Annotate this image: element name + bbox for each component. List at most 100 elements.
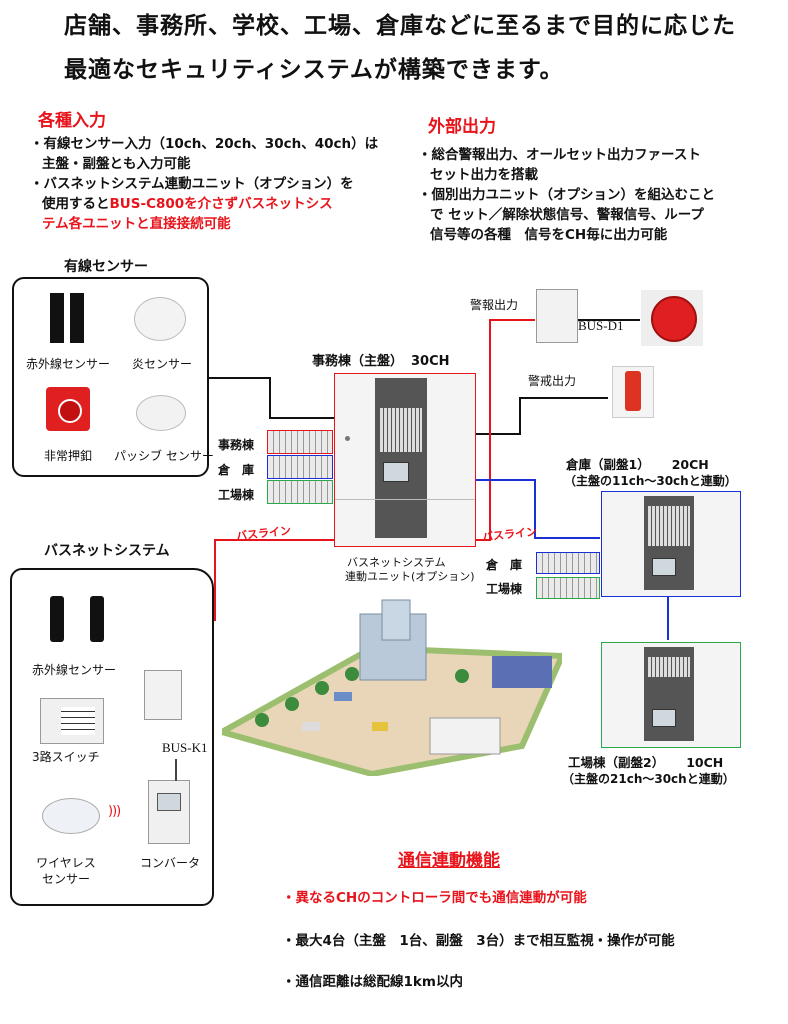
sub1-terminal-warehouse (536, 552, 600, 574)
sub-panel-1 (601, 491, 741, 597)
sub-panel-1-channels: 20CH (671, 457, 709, 472)
busnet-ir-sensor-icon-2 (90, 596, 104, 642)
tree-icon (315, 681, 329, 695)
inputs-b2-line2: 使用するとBUS-C800を介さずバスネットシス (30, 194, 378, 214)
sub1-row-label-2: 工場棟 (486, 582, 523, 596)
wired-item-passive: パッシブ センサー (114, 449, 214, 463)
terminal-block-office (267, 430, 333, 454)
sub-panel-1-title: 倉庫（副盤1） 20CH (566, 454, 709, 473)
alarm-output-label: 警報出力 (470, 298, 519, 312)
ir-sensor-icon-2 (70, 293, 84, 343)
bus-d1-label: BUS-D1 (578, 318, 624, 333)
busnet-ir-sensor-icon (50, 596, 64, 642)
converter-icon (148, 759, 190, 844)
comm-bullet-1: ・異なるCHのコントローラ間でも通信連動が可能 (282, 890, 587, 906)
emergency-button-icon (46, 387, 90, 431)
main-panel-sub-label-2: 連動ユニット(オプション) (345, 570, 475, 583)
sub1-terminal-factory (536, 577, 600, 599)
sub-panel-2-leds (648, 657, 690, 677)
passive-sensor-icon (136, 395, 186, 431)
inputs-b2-line3: テム各ユニットと直接接続可能 (42, 216, 231, 232)
three-way-switch-icon (40, 698, 104, 744)
sub1-row-label-1: 倉 庫 (486, 558, 523, 572)
sub-panel-2-name: 工場棟（副盤2） (568, 755, 665, 770)
guard-output-label: 警戒出力 (528, 374, 577, 388)
wireless-signal-icon: ))) (108, 804, 121, 819)
sub-panel-2-note: （主盤の21ch～30chと連動） (562, 772, 735, 786)
flame-sensor-icon (134, 297, 186, 341)
main-panel-screen (383, 462, 409, 482)
comm-bullet-3: ・通信距離は総配線1km以内 (282, 974, 463, 990)
main-panel-leds (380, 408, 422, 452)
busnet-title: バスネットシステム (44, 543, 170, 559)
sub-panel-2-screen (652, 709, 676, 727)
sub-panel-2 (601, 642, 741, 748)
busnet-item-wireless: ワイヤレス (36, 856, 96, 870)
car-icon (334, 692, 352, 701)
outputs-b1-line1: ・総合警報出力、オールセット出力ファースト (418, 147, 701, 163)
site-illustration (222, 599, 562, 776)
main-row-label-2: 倉 庫 (218, 463, 255, 477)
tree-icon (345, 667, 359, 681)
main-panel (334, 373, 476, 547)
inputs-b2-line1: ・バスネットシステム連動ユニット（オプション）を (30, 176, 354, 192)
main-row-label-3: 工場棟 (218, 488, 255, 502)
busnet-item-ir: 赤外線センサー (31, 663, 116, 677)
inputs-b2-line2b: BUS-C800を介さずバスネットシス (109, 196, 333, 212)
car-icon (372, 722, 388, 731)
inputs-b2-line2a: 使用すると (42, 196, 110, 212)
sub-panel-1-screen (652, 558, 676, 576)
warehouse-building (492, 656, 552, 688)
inputs-b1-line1: ・有線センサー入力（10ch、20ch、30ch、40ch）は (30, 136, 379, 152)
inputs-b1-line2: 主盤・副盤とも入力可能 (42, 156, 191, 172)
main-panel-sub-label-1: バスネットシステム (347, 556, 446, 569)
outputs-title: 外部出力 (428, 117, 496, 137)
ir-sensor-icon (50, 293, 64, 343)
outputs-block: ・総合警報出力、オールセット出力ファースト セット出力を搭載 ・個別出力ユニット… (418, 145, 715, 245)
sub-panel-1-note: （主盤の11ch～30chと連動） (564, 474, 737, 488)
tree-icon (255, 713, 269, 727)
main-panel-channels: 30CH (411, 354, 450, 369)
sub-panel-2-channels: 10CH (686, 755, 724, 770)
busnet-item-switch: 3路スイッチ (32, 750, 100, 764)
wired-item-emergency: 非常押釦 (43, 449, 92, 463)
office-tower (381, 599, 411, 641)
wired-sensors-box: 赤外線センサー 炎センサー 非常押釦 パッシブ センサー (12, 277, 214, 477)
comm-bullet-2: ・最大4台（主盤 1台、副盤 3台）まで相互監視・操作が可能 (282, 933, 675, 949)
busnet-item-wireless-2: センサー (41, 872, 90, 886)
tree-icon (285, 697, 299, 711)
main-panel-display (375, 378, 427, 538)
sub-panel-1-leds (648, 506, 690, 546)
wired-item-ir: 赤外線センサー (25, 357, 110, 371)
terminal-block-warehouse (267, 455, 333, 479)
sub-panel-1-name: 倉庫（副盤1） (566, 457, 650, 472)
factory-building (429, 717, 501, 755)
wired-item-flame: 炎センサー (131, 357, 192, 371)
terminal-block-factory (267, 480, 333, 504)
tree-icon (455, 669, 469, 683)
main-row-label-1: 事務棟 (218, 438, 255, 452)
wired-sensors-title: 有線センサー (64, 259, 148, 275)
outputs-b2-line2: で セット／解除状態信号、警報信号、ループ (430, 207, 704, 223)
guard-light-icon (612, 366, 654, 418)
main-panel-divider (335, 499, 475, 500)
busnet-box: 赤外線センサー BUS-K1 3路スイッチ ))) ワイヤレス センサー コンバ… (10, 568, 214, 906)
sub-panel-2-title: 工場棟（副盤2） 10CH (568, 752, 723, 771)
headline-line-2: 最適なセキュリティシステムが構築できます。 (64, 57, 564, 83)
outputs-b2-line3: 信号等の各種 信号をCH毎に出力可能 (430, 227, 668, 243)
comm-title: 通信連動機能 (398, 851, 500, 871)
wireless-sensor-icon (42, 798, 100, 834)
main-panel-title: 事務棟（主盤）30CH (312, 350, 450, 369)
main-panel-lock (345, 436, 350, 441)
outputs-b2-line1: ・個別出力ユニット（オプション）を組込むこと (418, 187, 715, 203)
bus-k1-icon (144, 670, 182, 720)
car-icon (302, 722, 320, 731)
bus-d1-icon (536, 289, 578, 343)
inputs-title: 各種入力 (38, 111, 106, 131)
busnet-item-converter: コンバータ (139, 856, 200, 870)
inputs-bullet-1: ・有線センサー入力（10ch、20ch、30ch、40ch）は 主盤・副盤とも入… (30, 134, 378, 234)
outputs-b1-line2: セット出力を搭載 (430, 167, 538, 183)
bus-k1-label: BUS-K1 (162, 740, 208, 755)
alarm-bell-icon (641, 290, 703, 346)
headline-line-1: 店舗、事務所、学校、工場、倉庫などに至るまで目的に応じた (64, 13, 736, 39)
